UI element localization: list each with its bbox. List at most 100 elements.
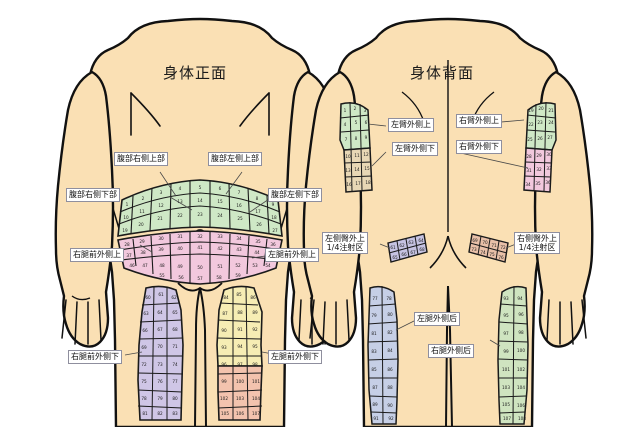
callout-right-thigh-lower[interactable]: 右腿前外侧下 [68,350,122,364]
svg-text:79: 79 [157,396,163,401]
svg-text:100: 100 [517,348,525,353]
svg-text:78: 78 [386,296,392,301]
callout-abdomen-right-upper[interactable]: 腹部右侧上部 [114,152,168,166]
svg-text:56: 56 [178,275,184,280]
callout-left-thigh-posterolateral[interactable]: 左腿外侧后 [414,312,460,326]
svg-text:27: 27 [272,228,278,233]
right-arm-lateral-grid[interactable]: 19 20 21 22 23 24 25 26 27 28 29 30 31 3… [523,101,557,193]
callout-abdomen-right-lower[interactable]: 腹部右侧下部 [66,188,120,202]
svg-text:104: 104 [252,396,260,401]
svg-text:87: 87 [222,311,228,316]
svg-text:34: 34 [525,182,531,187]
svg-text:64: 64 [157,310,163,315]
callout-abdomen-left-upper[interactable]: 腹部左侧上部 [208,152,262,166]
callout-left-arm-lower[interactable]: 左臂外侧下 [392,142,438,156]
svg-text:85: 85 [236,292,242,297]
svg-text:59: 59 [235,273,241,278]
svg-text:90: 90 [221,328,227,333]
svg-text:26: 26 [256,222,262,227]
svg-text:23: 23 [537,120,543,125]
svg-text:19: 19 [122,228,128,233]
svg-text:16: 16 [236,203,242,208]
svg-text:25: 25 [527,137,533,142]
callout-left-gluteal-zone[interactable]: 左侧臀外上 1/4注射区 [322,232,368,255]
svg-text:36: 36 [545,180,551,185]
svg-text:82: 82 [387,330,393,335]
svg-text:91: 91 [237,327,243,332]
svg-text:86: 86 [387,367,393,372]
svg-text:73: 73 [471,247,477,252]
svg-text:76: 76 [498,255,504,260]
svg-text:57: 57 [197,276,203,281]
callout-right-thigh-posterolateral[interactable]: 右腿外侧后 [428,344,474,358]
svg-text:2: 2 [142,196,145,201]
back-panel-title: 身体背面 [410,64,475,82]
svg-text:53: 53 [252,263,258,268]
svg-text:47: 47 [142,263,148,268]
svg-text:107: 107 [503,416,511,421]
svg-text:29: 29 [139,239,145,244]
svg-text:91: 91 [373,416,379,421]
svg-text:71: 71 [491,243,497,248]
svg-text:68: 68 [172,327,178,332]
left-gluteal-grid[interactable]: 61 62 63 64 65 66 67 68 [387,233,428,263]
svg-text:74: 74 [172,362,178,367]
svg-text:7: 7 [238,190,241,195]
svg-text:108: 108 [518,416,526,421]
svg-text:33: 33 [546,166,552,171]
svg-text:26: 26 [537,136,543,141]
svg-text:8: 8 [256,196,259,201]
svg-text:4: 4 [179,186,182,191]
svg-text:84: 84 [387,348,393,353]
left-arm-lateral-grid[interactable]: 1 2 3 4 5 6 7 8 9 10 11 12 13 14 15 16 1… [339,101,373,193]
svg-text:6: 6 [219,186,222,191]
svg-text:14: 14 [197,198,203,203]
svg-text:13: 13 [345,168,351,173]
svg-text:75: 75 [489,252,495,257]
abdomen-upper-grid[interactable]: 1 2 3 4 5 6 7 8 9 10 11 12 13 14 15 16 1… [117,179,283,237]
svg-text:33: 33 [217,234,223,239]
svg-text:96: 96 [221,362,227,367]
callout-left-thigh-upper[interactable]: 左腿前外侧上 [265,248,319,262]
svg-text:65: 65 [172,310,178,315]
svg-text:99: 99 [221,379,227,384]
svg-text:69: 69 [141,345,147,350]
svg-text:75: 75 [141,379,147,384]
callout-left-thigh-lower[interactable]: 左腿前外侧下 [268,350,322,364]
callout-right-arm-lower[interactable]: 右臂外侧下 [456,140,502,154]
svg-text:99: 99 [503,349,509,354]
svg-text:5: 5 [355,120,358,125]
callout-abdomen-left-lower[interactable]: 腹部左侧下部 [268,188,322,202]
right-thigh-grid[interactable]: 60 61 62 63 64 65 66 67 68 69 70 71 72 7… [137,285,184,421]
svg-text:93: 93 [221,345,227,350]
svg-text:105: 105 [221,411,229,416]
right-gluteal-grid[interactable]: 69 70 71 72 73 74 75 76 [468,233,509,263]
svg-text:52: 52 [235,263,241,268]
left-thigh-back-grid[interactable]: 77 78 79 80 81 82 83 84 85 86 87 88 89 9… [367,285,399,425]
callout-right-arm-upper[interactable]: 右臂外侧上 [456,114,502,128]
svg-text:106: 106 [517,403,525,408]
right-thigh-back-grid[interactable]: 93 94 95 96 97 98 99 100 101 102 103 104… [497,285,529,425]
svg-text:80: 80 [172,396,178,401]
svg-text:32: 32 [197,234,203,239]
svg-text:18: 18 [271,215,277,220]
svg-text:3: 3 [160,190,163,195]
svg-text:50: 50 [197,265,203,270]
svg-text:78: 78 [141,396,147,401]
svg-text:1: 1 [126,202,129,207]
callout-right-thigh-upper[interactable]: 右腿前外侧上 [70,248,124,262]
svg-text:8: 8 [355,136,358,141]
svg-text:4: 4 [344,122,347,127]
svg-text:31: 31 [177,234,183,239]
svg-text:81: 81 [371,331,377,336]
callout-left-arm-upper[interactable]: 左臂外侧上 [388,118,434,132]
svg-text:70: 70 [157,344,163,349]
svg-text:28: 28 [526,154,532,159]
left-thigh-grid[interactable]: 84 85 86 87 88 89 90 91 92 93 94 95 96 9… [216,285,263,421]
svg-text:95: 95 [503,313,509,318]
svg-text:43: 43 [236,247,242,252]
svg-text:19: 19 [528,108,534,113]
svg-text:64: 64 [418,238,424,243]
svg-text:37: 37 [126,253,132,258]
callout-right-gluteal-zone[interactable]: 右侧臀外上 1/4注射区 [514,232,560,255]
